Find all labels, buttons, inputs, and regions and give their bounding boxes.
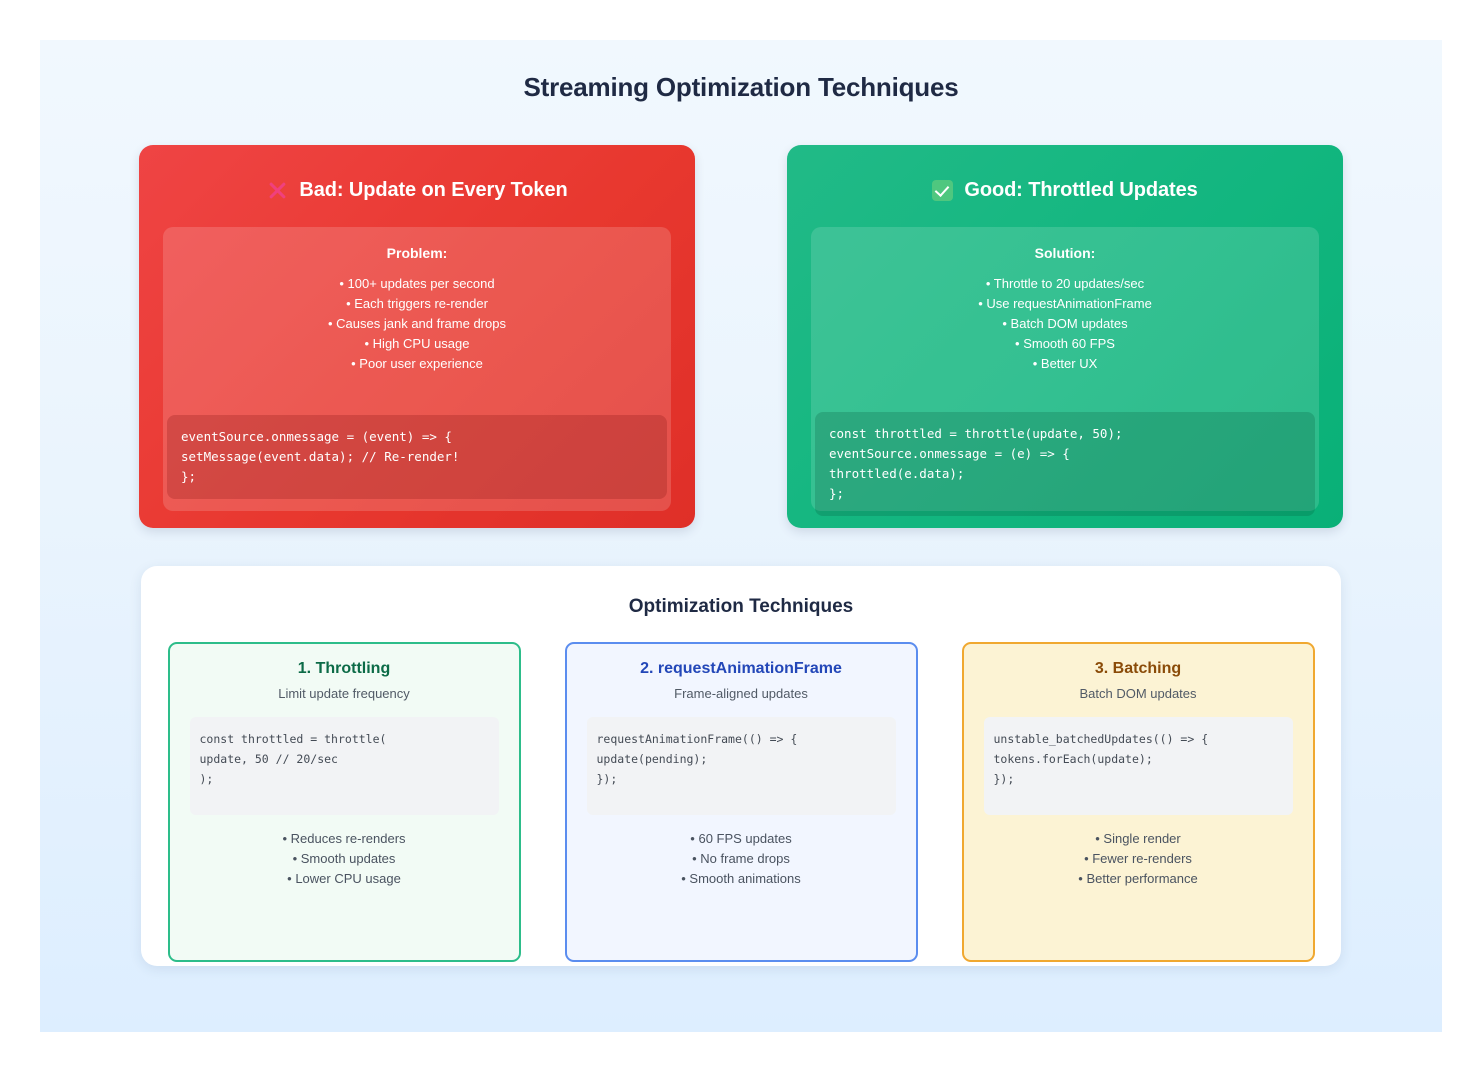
technique-code-snippet: const throttled = throttle( update, 50 /… xyxy=(189,717,499,815)
optimization-techniques-panel: Optimization Techniques 1. Throttling Li… xyxy=(141,566,1341,966)
good-code-snippet: const throttled = throttle(update, 50); … xyxy=(815,412,1315,516)
list-item: • Better UX xyxy=(1032,356,1098,371)
list-item: • Each triggers re-render xyxy=(346,296,488,311)
technique-bullet-list: • Single render • Fewer re-renders • Bet… xyxy=(984,829,1293,889)
technique-bullet-list: • Reduces re-renders • Smooth updates • … xyxy=(190,829,499,889)
list-item: • 100+ updates per second xyxy=(339,276,495,291)
good-card-panel: Solution: • Throttle to 20 updates/sec •… xyxy=(811,227,1319,516)
technique-title: 1. Throttling xyxy=(297,660,391,677)
good-card-heading: Good: Throttled Updates xyxy=(964,178,1198,201)
technique-code-snippet: unstable_batchedUpdates(() => { tokens.f… xyxy=(983,717,1293,815)
list-item: • Fewer re-renders xyxy=(1084,851,1192,866)
technique-subtitle: Batch DOM updates xyxy=(1079,686,1197,701)
technique-code-snippet: requestAnimationFrame(() => { update(pen… xyxy=(586,717,896,815)
comparison-row: Bad: Update on Every Token Problem: • 10… xyxy=(40,145,1442,528)
list-item: • Reduces re-renders xyxy=(282,831,406,846)
list-item: • Smooth updates xyxy=(292,851,396,866)
solution-label: Solution: xyxy=(1034,245,1096,261)
technique-bullet-list: • 60 FPS updates • No frame drops • Smoo… xyxy=(587,829,896,889)
list-item: • Throttle to 20 updates/sec xyxy=(985,276,1145,291)
list-item: • Smooth 60 FPS xyxy=(1015,336,1115,351)
cross-mark-icon xyxy=(266,179,288,201)
techniques-title: Optimization Techniques xyxy=(628,596,854,617)
check-mark-icon xyxy=(932,179,954,201)
bad-practice-card: Bad: Update on Every Token Problem: • 10… xyxy=(139,145,695,528)
list-item: • Batch DOM updates xyxy=(1002,316,1128,331)
problem-bullet-list: • 100+ updates per second • Each trigger… xyxy=(183,274,651,374)
list-item: • Smooth animations xyxy=(681,871,801,886)
bad-card-panel: Problem: • 100+ updates per second • Eac… xyxy=(163,227,671,511)
technique-card-batching: 3. Batching Batch DOM updates unstable_b… xyxy=(961,642,1315,962)
list-item: • No frame drops xyxy=(692,851,790,866)
list-item: • 60 FPS updates xyxy=(690,831,792,846)
bad-card-header: Bad: Update on Every Token xyxy=(163,167,671,213)
list-item: • Poor user experience xyxy=(351,356,483,371)
technique-card-requestanimationframe: 2. requestAnimationFrame Frame-aligned u… xyxy=(564,642,918,962)
list-item: • Use requestAnimationFrame xyxy=(978,296,1152,311)
problem-label: Problem: xyxy=(386,245,448,261)
list-item: • High CPU usage xyxy=(364,336,470,351)
good-practice-card: Good: Throttled Updates Solution: • Thro… xyxy=(787,145,1343,528)
bad-card-heading: Bad: Update on Every Token xyxy=(299,178,568,201)
technique-card-throttling: 1. Throttling Limit update frequency con… xyxy=(167,642,521,962)
good-card-header: Good: Throttled Updates xyxy=(811,167,1319,213)
techniques-row: 1. Throttling Limit update frequency con… xyxy=(141,642,1341,962)
page-title: Streaming Optimization Techniques xyxy=(523,72,959,102)
page-canvas: Streaming Optimization Techniques Bad: U… xyxy=(40,40,1442,1032)
technique-subtitle: Frame-aligned updates xyxy=(674,686,808,701)
technique-title: 2. requestAnimationFrame xyxy=(640,660,842,677)
technique-title: 3. Batching xyxy=(1094,660,1182,677)
list-item: • Lower CPU usage xyxy=(287,871,401,886)
list-item: • Causes jank and frame drops xyxy=(328,316,506,331)
list-item: • Better performance xyxy=(1078,871,1198,886)
solution-bullet-list: • Throttle to 20 updates/sec • Use reque… xyxy=(831,274,1299,374)
bad-code-snippet: eventSource.onmessage = (event) => { set… xyxy=(167,415,667,499)
list-item: • Single render xyxy=(1095,831,1181,846)
technique-subtitle: Limit update frequency xyxy=(278,686,410,701)
